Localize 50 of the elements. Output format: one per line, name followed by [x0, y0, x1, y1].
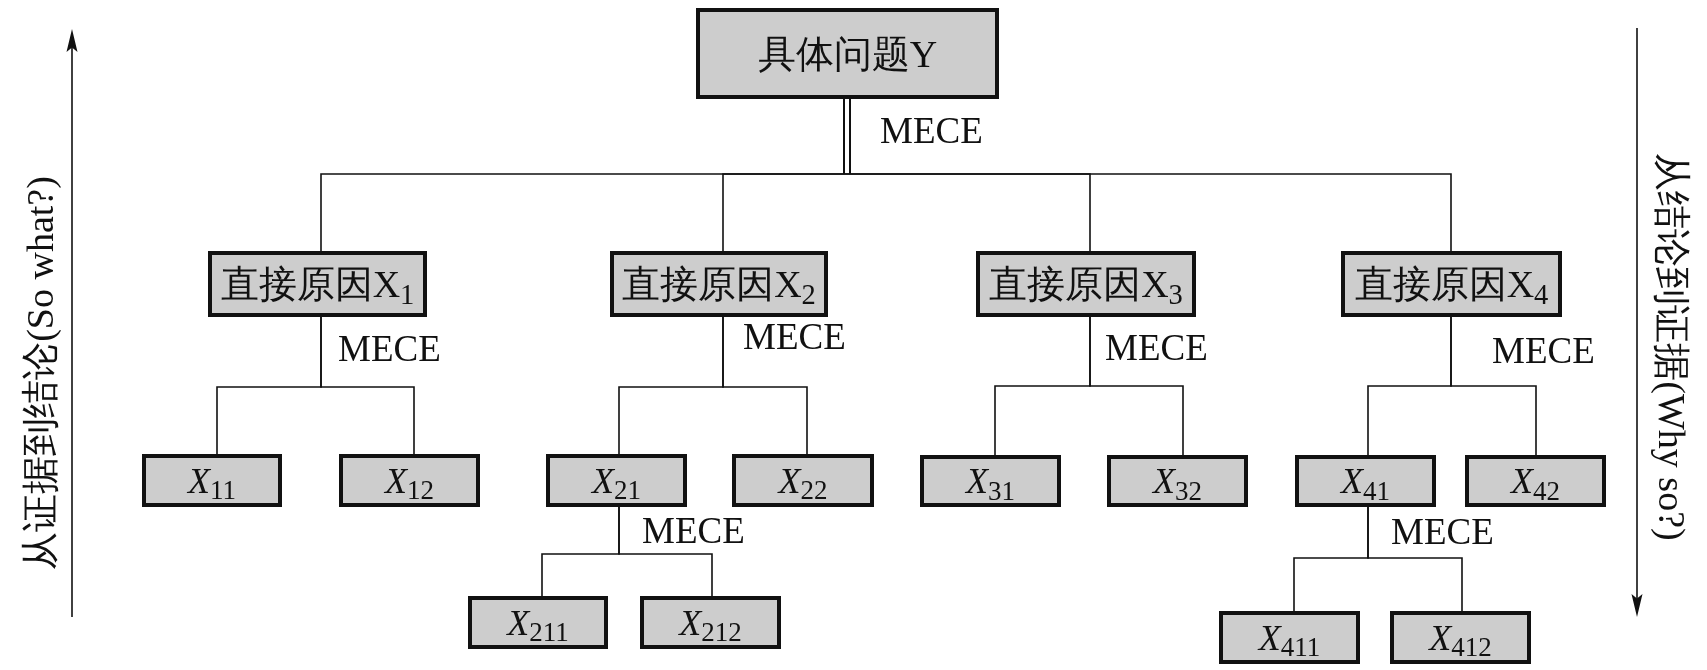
- node-text: X$_{32}$: [1153, 463, 1202, 499]
- direction-caption: 从结论到证据(Why so?): [1653, 153, 1691, 541]
- connector-line: [1450, 316, 1537, 456]
- tree-node-box: [732, 454, 874, 507]
- connector-line: [618, 506, 713, 597]
- node-text: X$_{42}$: [1511, 463, 1560, 499]
- node-text: 具体问题Y: [757, 34, 938, 73]
- mece-annotation: MECE: [880, 112, 983, 149]
- node-text: X$_{211}$: [507, 604, 569, 641]
- tree-node-box: [1341, 251, 1562, 317]
- tree-node-box: [1295, 455, 1436, 507]
- connector-line: [320, 316, 415, 455]
- tree-node-box: [696, 8, 999, 99]
- node-text: 直接原因X$_{3}$: [989, 265, 1183, 303]
- tree-node-box: [339, 454, 480, 507]
- tree-node-box: [208, 251, 427, 317]
- tree-node-box: [468, 596, 608, 649]
- connector-line: [843, 98, 1452, 252]
- tree-node-box: [640, 596, 781, 649]
- tree-node-box: [610, 251, 828, 317]
- connector-line: [1367, 506, 1463, 612]
- tree-node-box: [1390, 611, 1531, 664]
- direction-caption: 从证据到结论(So what?): [21, 176, 59, 570]
- node-text: X$_{411}$: [1258, 619, 1321, 656]
- node-text: X$_{412}$: [1429, 619, 1492, 656]
- tree-node-box: [976, 251, 1196, 317]
- connector-line: [1089, 316, 1184, 456]
- mece-annotation: MECE: [1492, 332, 1595, 369]
- mece-annotation: MECE: [1391, 513, 1494, 550]
- tree-node-box: [1219, 611, 1360, 664]
- node-text: 直接原因X$_{2}$: [622, 265, 816, 303]
- node-text: X$_{21}$: [592, 462, 641, 499]
- mece-annotation: MECE: [743, 318, 846, 355]
- mece-annotation: MECE: [338, 330, 441, 367]
- tree-node-box: [142, 454, 282, 507]
- node-text: 直接原因X$_{4}$: [1354, 265, 1549, 303]
- node-text: X$_{212}$: [679, 604, 742, 641]
- connector-line: [722, 316, 808, 455]
- node-text: X$_{12}$: [385, 462, 434, 499]
- node-text: X$_{41}$: [1341, 463, 1390, 499]
- tree-node-box: [1465, 455, 1606, 507]
- tree-node-box: [546, 454, 687, 507]
- mece-annotation: MECE: [1105, 329, 1208, 366]
- tree-node-box: [1107, 455, 1248, 507]
- mece-annotation: MECE: [642, 512, 745, 549]
- node-text: X$_{31}$: [966, 463, 1015, 499]
- node-text: X$_{11}$: [188, 462, 236, 499]
- node-text: 直接原因X$_{1}$: [220, 265, 415, 303]
- tree-node-box: [920, 455, 1061, 507]
- node-text: X$_{22}$: [778, 462, 828, 499]
